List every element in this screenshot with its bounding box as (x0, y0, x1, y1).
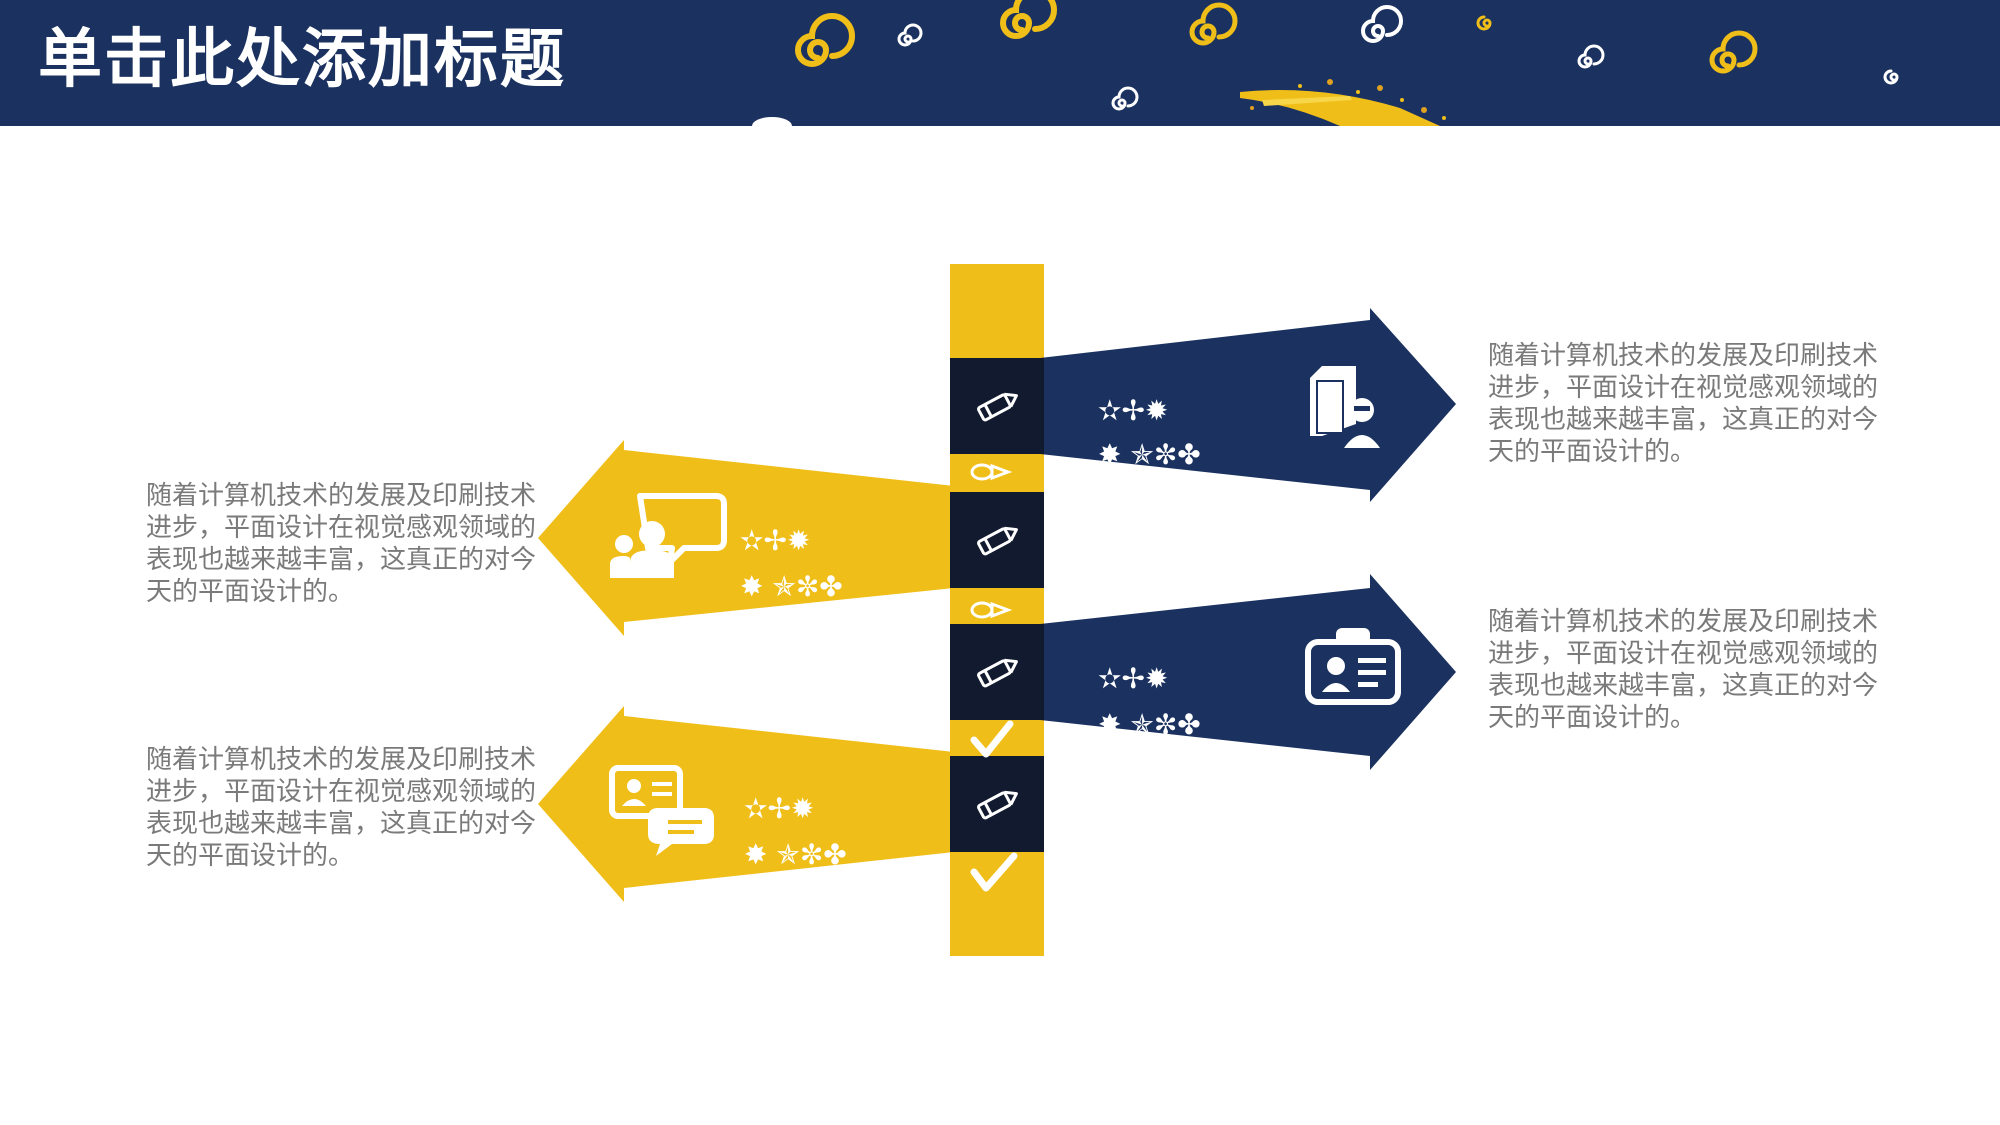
pole-square-1 (950, 358, 1044, 454)
check-icon (970, 720, 1014, 758)
pen-nib-icon (970, 601, 1013, 619)
swirl-icon (1577, 44, 1605, 69)
people-chat-icon (610, 493, 727, 578)
description-text-2: 随着计算机技术的发展及印刷技术进步，平面设计在视觉感观领域的表现也越来越丰富，这… (146, 481, 537, 607)
arrow-left-4 (538, 706, 954, 902)
id-card-icon (1305, 628, 1401, 705)
description-text-4: 随着计算机技术的发展及印刷技术进步，平面设计在视觉感观领域的表现也越来越丰富，这… (146, 745, 537, 871)
arrow-left-2 (538, 440, 954, 636)
ornament-icon: ✫✢✹ (1098, 394, 1168, 427)
header-bar: 单击此处添加标题 (0, 0, 2000, 126)
ornament-icon: ✫✢✹ (1098, 662, 1168, 695)
arrow-right-3 (1040, 574, 1456, 770)
pencil-icon (977, 790, 1018, 820)
ornament-icon: ✸ ✯✼✤ (1098, 708, 1201, 741)
pencil-icon (977, 658, 1018, 688)
pole-square-2 (950, 492, 1044, 588)
ornament-icon: ✫✢✹ (740, 524, 810, 557)
check-icon (970, 852, 1018, 892)
ornament-icon: ✸ ✯✼✤ (744, 838, 847, 871)
contact-chat-icon (609, 765, 714, 856)
cloud-decoration (752, 117, 792, 126)
swirl-icon (1000, 0, 1057, 39)
page-title: 单击此处添加标题 (38, 23, 566, 97)
book-user-icon (1310, 366, 1380, 448)
paint-splash-decoration (1240, 79, 1446, 126)
pencil-icon (977, 392, 1018, 422)
swirl-icon (1883, 69, 1899, 85)
description-text-1: 随着计算机技术的发展及印刷技术进步，平面设计在视觉感观领域的表现也越来越丰富，这… (1488, 341, 1879, 467)
swirl-icon (1709, 30, 1758, 74)
swirl-icon (1111, 86, 1139, 111)
swirl-decoration (752, 0, 1899, 126)
pole-square-3 (950, 624, 1044, 720)
swirl-icon (1361, 5, 1403, 43)
ornament-icon: ✫✢✹ (744, 792, 814, 825)
arrow-right-1 (1040, 308, 1456, 502)
pencil-icon (977, 526, 1018, 556)
swirl-icon (1189, 2, 1238, 46)
ornament-icon: ✸ ✯✼✤ (740, 570, 843, 603)
swirl-icon (1476, 15, 1492, 31)
description-text-3: 随着计算机技术的发展及印刷技术进步，平面设计在视觉感观领域的表现也越来越丰富，这… (1488, 607, 1879, 733)
pen-nib-icon (970, 463, 1013, 481)
swirl-icon (897, 23, 923, 47)
ornament-icon: ✸ ✯✼✤ (1098, 438, 1201, 471)
pole-square-4 (950, 756, 1044, 852)
swirl-icon (795, 13, 855, 67)
